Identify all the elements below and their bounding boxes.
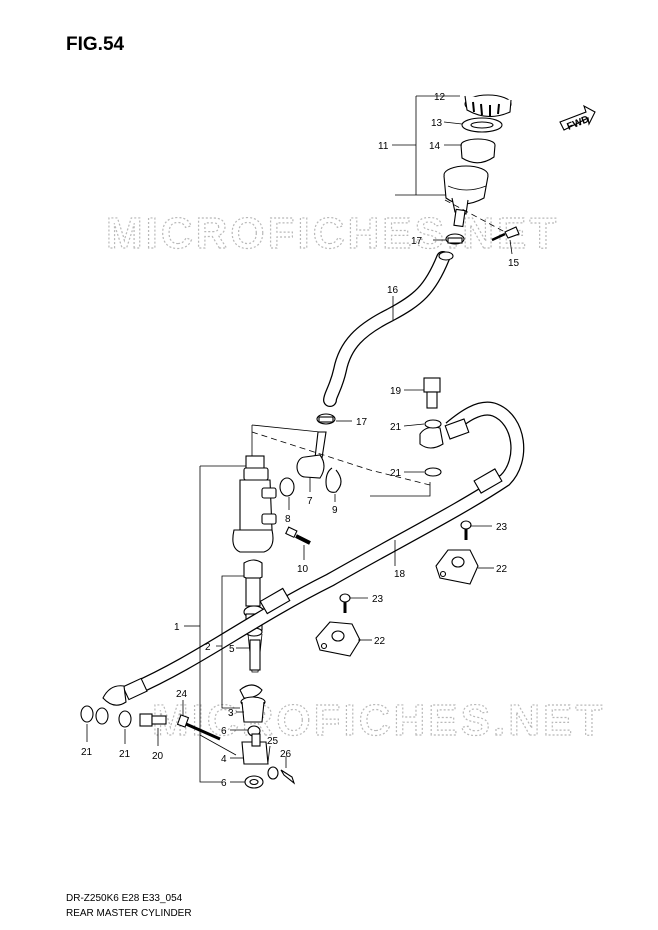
hose-clip-lower <box>316 413 336 425</box>
figure-code: DR-Z250K6 E28 E33_054 <box>66 893 183 904</box>
master-cylinder-body <box>232 455 277 553</box>
hose-guide-upper <box>435 549 479 585</box>
callout-23-upper: 23 <box>496 522 508 533</box>
reservoir-diaphragm-plate <box>461 117 503 133</box>
sealing-washer-left-2 <box>118 710 132 728</box>
callout-4: 4 <box>221 754 227 765</box>
mounting-bolt <box>285 526 311 545</box>
forward-arrow-icon: FWD <box>559 104 596 133</box>
figure-title: FIG.54 <box>66 34 125 55</box>
reservoir-diaphragm <box>460 138 496 164</box>
callout-6-upper: 6 <box>221 726 227 737</box>
reservoir-screw <box>491 226 520 242</box>
callout-22-upper: 22 <box>496 564 508 575</box>
callout-18: 18 <box>394 569 406 580</box>
callout-23-lower: 23 <box>372 594 384 605</box>
brake-hose <box>102 401 525 706</box>
leader-lines <box>86 95 513 783</box>
washer <box>267 766 279 780</box>
callout-13: 13 <box>431 118 443 129</box>
callout-21-left-1: 21 <box>81 747 93 758</box>
clevis <box>241 725 269 789</box>
guide-screw-lower <box>339 593 351 613</box>
callout-21-left-2: 21 <box>119 749 131 760</box>
callout-26: 26 <box>280 749 292 760</box>
callout-17-top: 17 <box>411 236 423 247</box>
sealing-washer-left-1 <box>80 705 94 723</box>
callout-7: 7 <box>307 496 313 507</box>
callout-10: 10 <box>297 564 309 575</box>
callout-25: 25 <box>267 736 279 747</box>
callout-21-top: 21 <box>390 422 402 433</box>
callout-8: 8 <box>285 514 291 525</box>
callout-9: 9 <box>332 505 338 516</box>
callout-14: 14 <box>429 141 441 152</box>
callout-20: 20 <box>152 751 164 762</box>
hose-joint <box>296 431 327 479</box>
hose-clip-top <box>445 233 465 245</box>
union-bolt-top <box>423 377 441 409</box>
callout-21-mid: 21 <box>390 468 402 479</box>
callout-3: 3 <box>228 708 234 719</box>
union-bolt-lower <box>139 713 167 727</box>
watermark-top: MICROFICHES.NET <box>106 209 559 258</box>
callout-1: 1 <box>174 622 180 633</box>
union-bolt-washer-left <box>95 707 109 725</box>
o-ring <box>279 477 295 497</box>
circlip <box>325 467 342 493</box>
sealing-washer-mid <box>424 467 442 477</box>
callout-19: 19 <box>390 386 402 397</box>
callout-labels: 12 13 14 11 17 15 16 19 17 21 21 7 8 9 2… <box>81 92 520 789</box>
clevis-pin <box>176 714 221 741</box>
callout-16: 16 <box>387 285 399 296</box>
hose-guide-lower <box>315 621 361 657</box>
guide-screw-upper <box>460 520 472 540</box>
callout-6-lower: 6 <box>221 778 227 789</box>
reservoir-hose <box>323 251 454 407</box>
cotter-pin <box>280 769 296 785</box>
callout-15: 15 <box>508 258 520 269</box>
forward-arrow-label: FWD <box>566 114 591 133</box>
reservoir-cap <box>464 94 512 118</box>
callout-11: 11 <box>378 141 389 152</box>
callout-5: 5 <box>229 644 235 655</box>
callout-17-lower: 17 <box>356 417 368 428</box>
callout-12: 12 <box>434 92 446 103</box>
sealing-washer-top <box>424 419 442 429</box>
watermark-bottom: MICROFICHES.NET <box>152 696 605 745</box>
callout-24: 24 <box>176 689 188 700</box>
figure-name: REAR MASTER CYLINDER <box>66 908 192 919</box>
callout-2: 2 <box>205 642 211 653</box>
callout-22-lower: 22 <box>374 636 386 647</box>
